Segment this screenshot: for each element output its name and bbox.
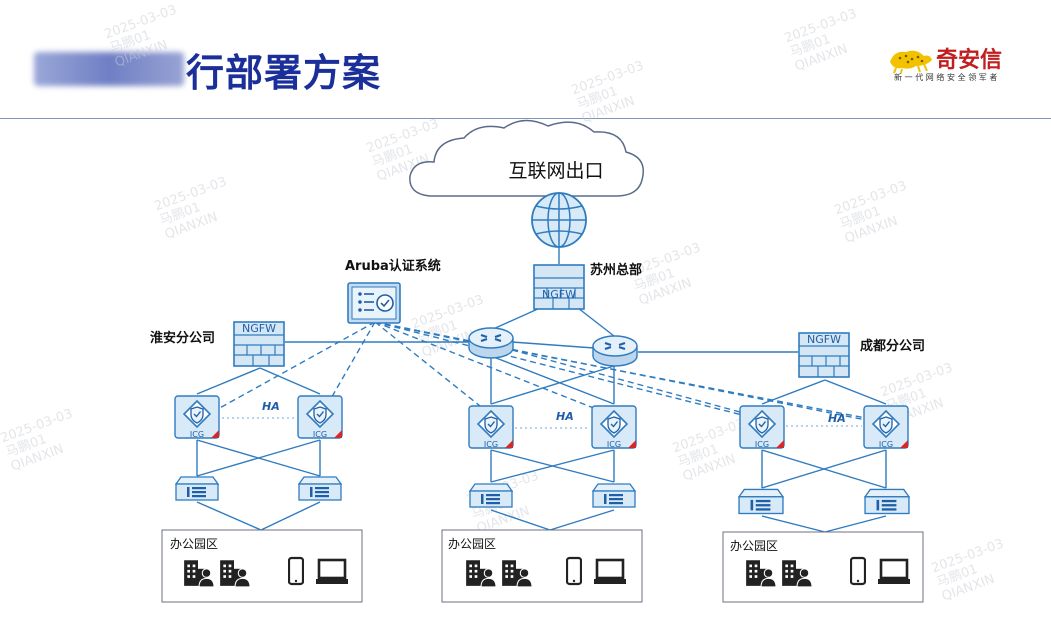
branch-right-ngfw-label: NGFW <box>807 333 841 346</box>
switch-mid-1 <box>469 483 513 508</box>
redacted-title-prefix <box>34 52 184 86</box>
icg-label: ICG <box>190 430 204 439</box>
switch-left-2 <box>298 476 342 501</box>
auth-system-label: Aruba认证系统 <box>345 258 441 274</box>
logo-slogan: 新一代网络安全领军者 <box>894 73 1000 82</box>
logo-name: 奇安信 <box>936 48 1003 73</box>
switch-left-1 <box>175 476 219 501</box>
core-router-left <box>468 327 514 359</box>
ha-links <box>222 417 862 429</box>
icg-label: ICG <box>607 440 621 449</box>
office-label: 办公园区 <box>448 536 496 551</box>
switch-right-2 <box>864 488 910 515</box>
office-label: 办公园区 <box>730 538 778 553</box>
laptop-icon <box>876 558 912 586</box>
switch-mid-2 <box>592 483 636 508</box>
branch-right-label: 成都分公司 <box>860 338 925 354</box>
branch-left-ngfw-label: NGFW <box>242 322 276 335</box>
aruba-auth-system-icon <box>347 282 401 324</box>
icg-label: ICG <box>755 440 769 449</box>
laptop-icon <box>314 558 350 586</box>
hq-ngfw-label: NGFW <box>542 288 576 301</box>
internet-label: 互联网出口 <box>508 160 603 182</box>
switch-right-1 <box>738 488 784 515</box>
icg-label: ICG <box>313 430 327 439</box>
office-label: 办公园区 <box>170 536 218 551</box>
leopard-logo-icon <box>890 50 932 74</box>
globe-icon <box>531 192 587 248</box>
qianxin-logo: 奇安信 新一代网络安全领军者 <box>886 42 1036 86</box>
auth-links <box>197 321 887 425</box>
phone-icon <box>566 556 582 586</box>
hq-label: 苏州总部 <box>590 262 642 278</box>
internet-cloud <box>409 119 644 197</box>
core-router-right <box>592 335 638 367</box>
network-links <box>196 247 887 533</box>
header-divider <box>0 118 1051 119</box>
ha-label: HA <box>262 400 280 413</box>
phone-icon <box>288 556 304 586</box>
hq-ngfw-firewall <box>533 264 585 310</box>
page-title: 行部署方案 <box>34 44 382 95</box>
icg-label: ICG <box>879 440 893 449</box>
ha-label: HA <box>828 412 846 425</box>
ha-label: HA <box>556 410 574 423</box>
icg-label: ICG <box>484 440 498 449</box>
phone-icon <box>850 556 866 586</box>
branch-left-label: 淮安分公司 <box>149 330 215 346</box>
page-title-text: 行部署方案 <box>186 50 382 95</box>
laptop-icon <box>592 558 628 586</box>
